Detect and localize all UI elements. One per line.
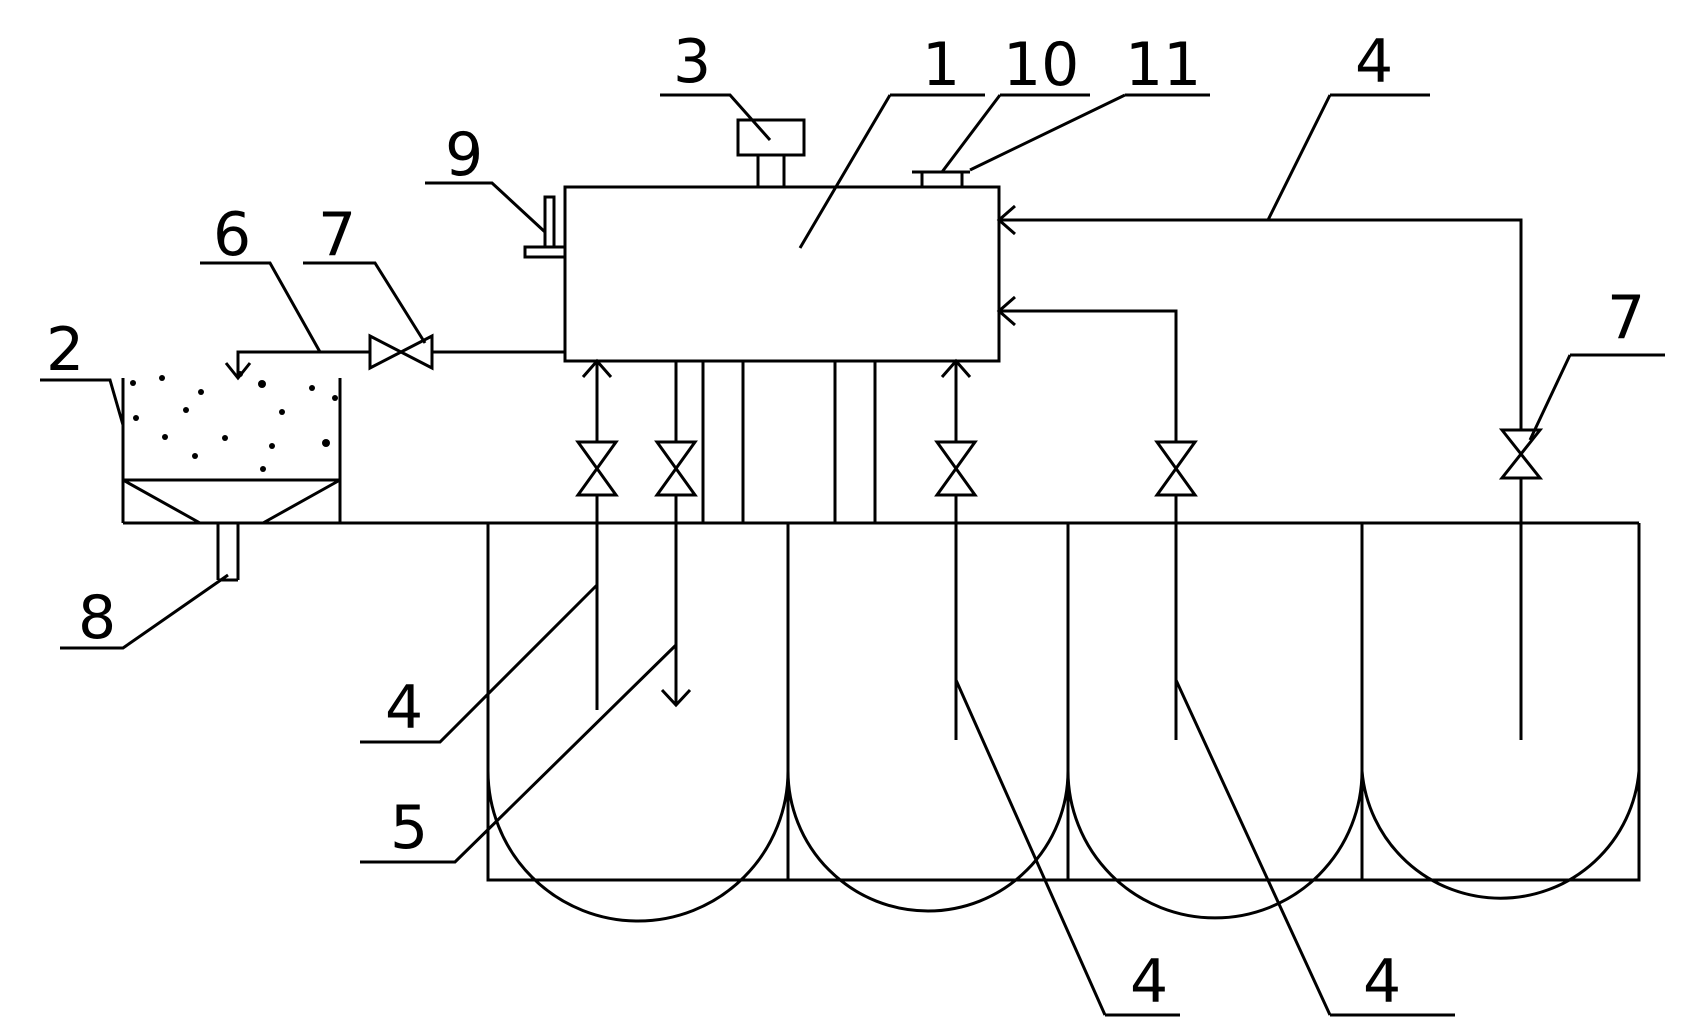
label-part-8: 8 <box>78 583 116 653</box>
label-part-5: 5 <box>390 793 428 863</box>
label-part-10: 10 <box>1003 30 1079 100</box>
pipe-b <box>654 361 698 708</box>
pipe-d <box>996 295 1198 740</box>
label-part-1: 1 <box>922 30 960 100</box>
label-part-6: 6 <box>213 200 251 270</box>
main-tank <box>563 185 1001 363</box>
collection-tank <box>121 371 342 582</box>
label-part-11: 11 <box>1125 30 1201 100</box>
label-part-3: 3 <box>673 27 711 97</box>
gauge <box>523 195 567 259</box>
discharge-pipe <box>224 333 565 381</box>
leader-lines <box>40 93 1665 1017</box>
outlet-pipe <box>216 523 240 582</box>
label-part-2: 2 <box>46 315 84 385</box>
label-part-4-bottom-middle: 4 <box>1130 947 1168 1017</box>
label-part-4-bottom-left: 4 <box>385 673 423 743</box>
pipe-a <box>575 358 619 710</box>
label-part-7-right: 7 <box>1607 283 1645 353</box>
label-part-4-top: 4 <box>1355 27 1393 97</box>
label-part-4-bottom-right: 4 <box>1363 947 1401 1017</box>
label-part-9: 9 <box>445 120 483 190</box>
label-part-7-left: 7 <box>318 200 356 270</box>
particles <box>130 371 338 472</box>
pipe-c <box>934 358 978 740</box>
pipe-e <box>996 204 1544 740</box>
tank-supports <box>701 361 877 523</box>
part-labels: 1 3 10 11 4 9 6 7 2 7 8 4 5 4 4 <box>46 27 1645 1017</box>
digester-tanks <box>486 523 1641 923</box>
motor <box>736 118 806 189</box>
inlet-port <box>912 170 970 187</box>
